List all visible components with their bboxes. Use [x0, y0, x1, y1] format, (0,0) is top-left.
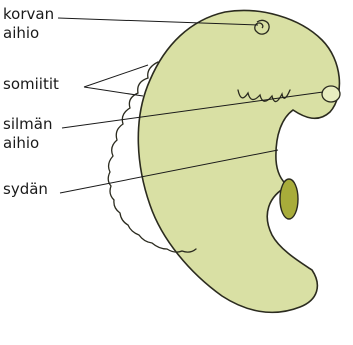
label-ear-primordium: korvan aihio [3, 5, 54, 43]
label-ear-line2: aihio [3, 24, 54, 43]
label-eye-line1: silmän [3, 115, 52, 134]
label-eye-line2: aihio [3, 134, 52, 153]
leader-somites-b [84, 87, 143, 96]
label-eye-primordium: silmän aihio [3, 115, 52, 153]
heart-stub [280, 179, 298, 219]
label-heart: sydän [3, 180, 48, 199]
label-somites: somiitit [3, 75, 59, 94]
embryo-body [138, 10, 339, 312]
eye-primordium-icon [322, 86, 340, 102]
label-ear-line1: korvan [3, 5, 54, 24]
leader-somites-a [84, 65, 148, 87]
